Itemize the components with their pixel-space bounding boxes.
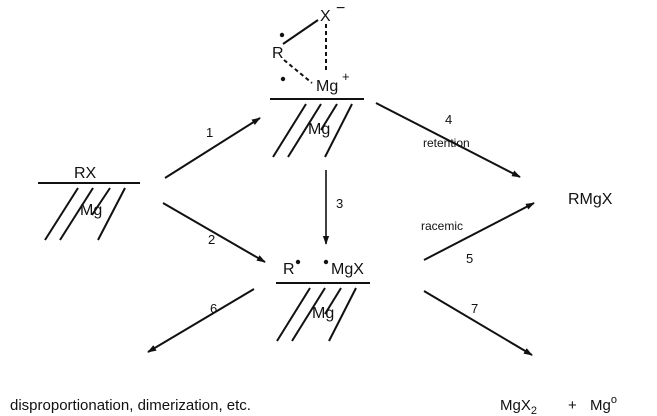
step-4-label: 4 <box>445 112 452 127</box>
radical-dot-bottom <box>280 76 286 82</box>
svg-text:MgX2: MgX2 <box>500 397 537 416</box>
r-x-bond <box>282 19 319 45</box>
complex-mg-charge: + <box>342 69 350 84</box>
arrow-step-7 <box>423 290 533 356</box>
step-6-label: 6 <box>210 301 217 316</box>
r-mg-dashed-bond <box>283 59 313 84</box>
radical-pair-group: R MgX Mg <box>276 259 370 342</box>
radical-r-dot <box>295 259 301 265</box>
step-1-label: 1 <box>206 125 213 140</box>
arrow-step-4 <box>375 102 521 178</box>
complex-x-label: X <box>320 8 331 25</box>
rx-surface-hatch <box>44 187 126 241</box>
rmgx-product: RMgX <box>568 191 613 208</box>
mgx2-main: MgX <box>500 397 531 414</box>
complex-surface-hatch <box>272 103 353 158</box>
step-3-label: 3 <box>336 196 343 211</box>
rx-surface-group: RX Mg <box>38 165 140 241</box>
arrow-step-5 <box>423 202 535 261</box>
complex-r-label: R <box>272 45 284 62</box>
radical-surface-mg: Mg <box>312 305 334 322</box>
radical-mgx-dot <box>323 259 329 265</box>
radical-r-label: R <box>283 261 295 278</box>
step-7-label: 7 <box>471 301 478 316</box>
complex-surface-mg: Mg <box>308 121 330 138</box>
step-5-label: 5 <box>466 251 473 266</box>
step-2-label: 2 <box>208 232 215 247</box>
arrow-step-1 <box>164 117 261 179</box>
mgx2-subscript: 2 <box>531 405 537 416</box>
complex-x-charge: − <box>336 0 345 17</box>
rx-label: RX <box>74 165 97 182</box>
rx-mg-label: Mg <box>80 202 102 219</box>
mgx2-plus: + <box>568 397 577 414</box>
radical-mgx-label: MgX <box>331 261 364 278</box>
retention-label: retention <box>423 136 470 150</box>
disproportionation-product: disproportionation, dimerization, etc. <box>10 397 251 414</box>
svg-text:Mgo: Mgo <box>590 394 617 414</box>
radical-dot-top <box>279 32 285 38</box>
mgx2-mg0-product: MgX2 + Mgo <box>500 394 617 416</box>
racemic-label: racemic <box>421 219 463 233</box>
complex-mg-label: Mg <box>316 78 338 95</box>
arrow-step-6 <box>147 288 255 353</box>
mg0-superscript: o <box>611 394 617 406</box>
surface-complex-group: R X − Mg + Mg <box>270 0 364 158</box>
mg0-main: Mg <box>590 397 611 414</box>
radical-surface-hatch <box>276 287 357 342</box>
arrow-step-2 <box>162 202 266 263</box>
